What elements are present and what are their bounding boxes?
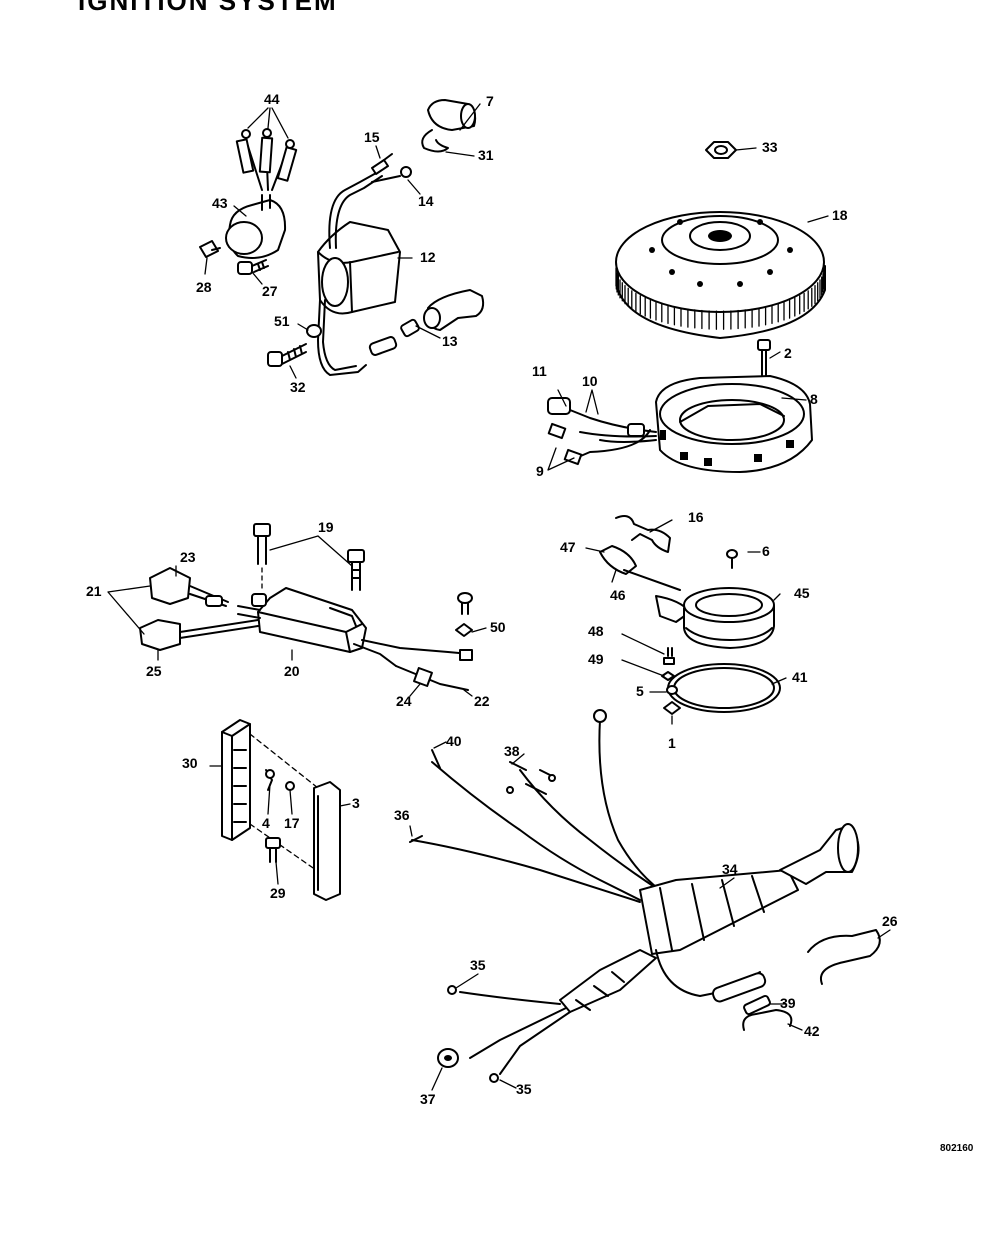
callout-label: 37 xyxy=(420,1091,436,1107)
screw-27-part xyxy=(237,259,269,275)
wire-terminals-part xyxy=(409,749,556,843)
callout-label: 39 xyxy=(780,995,796,1011)
callout-label: 18 xyxy=(832,207,848,223)
callout-label: 4 xyxy=(262,815,270,831)
terminal-block-part xyxy=(221,719,319,871)
washer-51-part xyxy=(306,324,322,338)
callout-label: 26 xyxy=(882,913,898,929)
clip-31-part xyxy=(421,129,449,153)
callout-label: 30 xyxy=(182,755,198,771)
callout-label: 23 xyxy=(180,549,196,565)
callout-label: 20 xyxy=(284,663,300,679)
cover-3-part xyxy=(313,781,341,901)
callout-label: 3 xyxy=(352,795,360,811)
callout-label: 31 xyxy=(478,147,494,163)
callout-label: 9 xyxy=(536,463,544,479)
callout-label: 47 xyxy=(560,539,576,555)
callout-label: 38 xyxy=(504,743,520,759)
callout-label: 21 xyxy=(86,583,102,599)
callout-label: 44 xyxy=(264,91,280,107)
connector-23-part xyxy=(149,567,229,607)
callout-label: 35 xyxy=(516,1081,532,1097)
callout-label: 41 xyxy=(792,669,808,685)
wiring-harness-part xyxy=(411,709,860,1083)
connector-25-part xyxy=(139,619,259,651)
callout-label: 8 xyxy=(810,391,818,407)
callout-label: 5 xyxy=(636,683,644,699)
spark-plug-cap-7-part xyxy=(427,99,477,131)
stator-part xyxy=(655,375,813,473)
flywheel-nut-part xyxy=(705,141,737,159)
diagram-title: IGNITION SYSTEM xyxy=(78,0,338,16)
callout-label: 1 xyxy=(668,735,676,751)
spark-boot-13-part xyxy=(368,289,485,356)
callout-label: 11 xyxy=(532,363,547,379)
boot-47-part xyxy=(599,545,681,591)
callout-label: 51 xyxy=(274,313,290,329)
timer-base-part xyxy=(655,587,775,649)
callout-label: 13 xyxy=(442,333,458,349)
callout-label: 25 xyxy=(146,663,162,679)
callout-numbers: 44 7 15 31 43 14 12 28 27 51 13 32 33 18… xyxy=(86,91,898,1107)
clips-26-39-42-part xyxy=(742,929,881,1031)
callout-label: 35 xyxy=(470,957,486,973)
screw-6-part xyxy=(726,549,738,569)
callout-label: 28 xyxy=(196,279,212,295)
screw-2-part xyxy=(757,339,771,379)
bolt-19-part xyxy=(253,523,365,593)
callout-label: 33 xyxy=(762,139,778,155)
callout-label: 32 xyxy=(290,379,306,395)
screw-50-part xyxy=(455,592,473,637)
callout-label: 22 xyxy=(474,693,490,709)
ignition-coil-part xyxy=(317,171,401,376)
callout-label: 12 xyxy=(420,249,436,265)
callout-label: 16 xyxy=(688,509,704,525)
flywheel-part xyxy=(615,211,826,339)
drawing-number: 802160 xyxy=(940,1143,974,1154)
callout-label: 7 xyxy=(486,93,494,109)
power-pack-part xyxy=(251,587,367,653)
callout-label: 2 xyxy=(784,345,792,361)
callout-label: 24 xyxy=(396,693,412,709)
stator-leads-part xyxy=(547,397,657,466)
callout-label: 46 xyxy=(610,587,626,603)
terminal-leads-part xyxy=(235,107,298,191)
terminals-4-17-part xyxy=(265,769,295,791)
spring-clip-16-part xyxy=(615,515,671,553)
callout-label: 29 xyxy=(270,885,286,901)
switch-body-part xyxy=(225,194,287,259)
callout-label: 48 xyxy=(588,623,604,639)
callout-label: 15 xyxy=(364,129,380,145)
callout-label: 45 xyxy=(794,585,810,601)
screw-28-part xyxy=(199,240,221,258)
callout-label: 50 xyxy=(490,619,506,635)
leader-lines xyxy=(107,103,891,1091)
screw-29-part xyxy=(265,837,281,863)
boot-15-part xyxy=(371,153,393,175)
callout-label: 42 xyxy=(804,1023,820,1039)
terminal-14-part xyxy=(371,166,412,183)
callout-label: 40 xyxy=(446,733,462,749)
callout-label: 17 xyxy=(284,815,300,831)
small-parts-part xyxy=(661,647,681,715)
screw-32-part xyxy=(267,343,307,367)
pack-leads-part xyxy=(237,605,473,691)
callout-label: 10 xyxy=(582,373,598,389)
callout-label: 14 xyxy=(418,193,434,209)
callout-label: 19 xyxy=(318,519,334,535)
callout-label: 6 xyxy=(762,543,770,559)
callout-label: 34 xyxy=(722,861,738,877)
callout-label: 43 xyxy=(212,195,228,211)
callout-label: 36 xyxy=(394,807,410,823)
callout-label: 27 xyxy=(262,283,278,299)
callout-label: 49 xyxy=(588,651,604,667)
retainer-ring-41-part xyxy=(667,663,781,713)
